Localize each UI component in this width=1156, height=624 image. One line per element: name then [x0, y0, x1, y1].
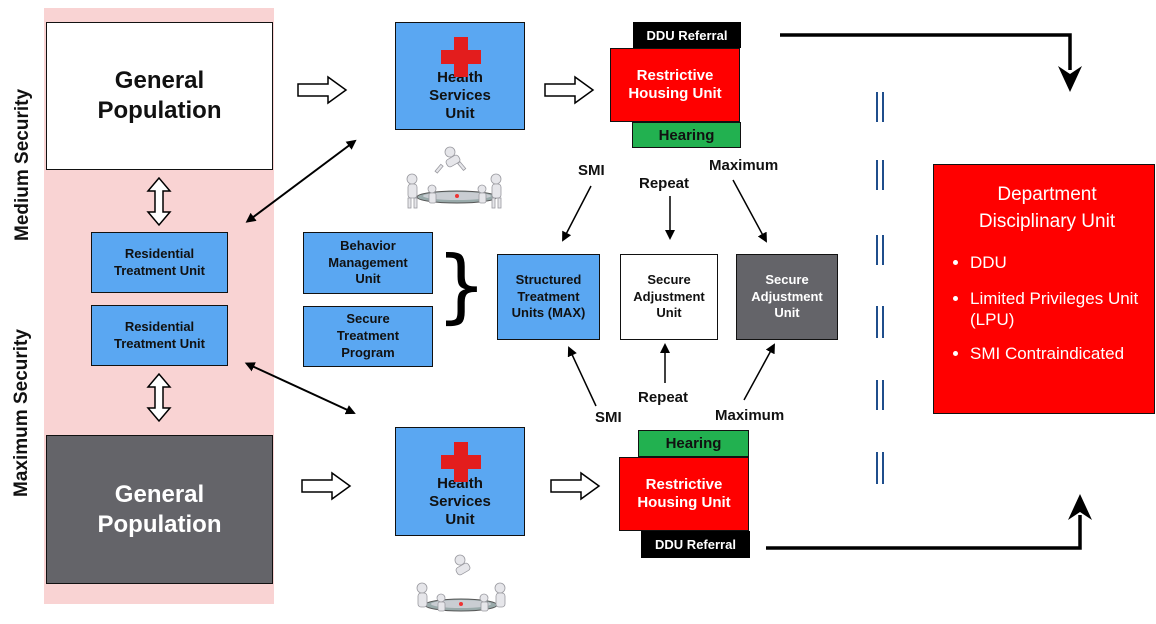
restrictive-housing-unit-top: Restrictive Housing Unit [610, 48, 740, 122]
double-arrow-upper [245, 139, 357, 223]
rescue-trampoline-figures-icon [416, 554, 506, 612]
ddu-title: Department Disciplinary Unit [978, 184, 1116, 232]
hearing-bottom: Hearing [638, 430, 749, 457]
red-cross-icon [441, 442, 481, 482]
residential-treatment-unit-upper: Residential Treatment Unit [91, 232, 228, 293]
dashed-separator [876, 92, 884, 484]
ddu-referral-top: DDU Referral [633, 22, 741, 48]
ddu-bullet-item: SMI Contraindicated [970, 344, 1156, 364]
ddu-bullet-item: Limited Privileges Unit (LPU) [970, 289, 1156, 330]
general-population-maximum: General Population [46, 435, 273, 584]
health-services-label-top: Health Services Unit [429, 69, 491, 122]
secure-adjustment-unit-gray: Secure Adjustment Unit [736, 254, 838, 340]
ddu-bullet-item: DDU [970, 253, 1156, 273]
department-disciplinary-unit: Department Disciplinary Unit DDU Limited… [933, 164, 1155, 414]
general-population-medium: General Population [46, 22, 273, 170]
double-arrow-lower [244, 362, 356, 415]
secure-adjustment-unit-white: Secure Adjustment Unit [620, 254, 718, 340]
hearing-top: Hearing [632, 122, 741, 148]
red-cross-icon [441, 37, 481, 77]
health-services-unit-top: Health Services Unit [395, 22, 525, 130]
label-smi-bottom: SMI [595, 409, 622, 426]
label-repeat-bottom: Repeat [638, 389, 689, 406]
label-smi-top: SMI [578, 162, 605, 179]
label-maximum-top: Maximum [709, 157, 779, 174]
behavior-management-unit: Behavior Management Unit [303, 232, 433, 294]
label-maximum-bottom: Maximum [715, 407, 785, 424]
hollow-double-arrow [146, 176, 172, 423]
hollow-arrow [297, 75, 601, 501]
ddu-referral-bottom: DDU Referral [641, 531, 750, 558]
rescue-trampoline-figures-icon [406, 146, 502, 209]
label-repeat-top: Repeat [639, 175, 690, 192]
curly-brace-icon: } [436, 239, 487, 332]
residential-treatment-unit-lower: Residential Treatment Unit [91, 305, 228, 366]
secure-treatment-program: Secure Treatment Program [303, 306, 433, 367]
health-services-unit-bottom: Health Services Unit [395, 427, 525, 536]
structured-treatment-units: Structured Treatment Units (MAX) [497, 254, 600, 340]
health-services-label-bottom: Health Services Unit [429, 475, 491, 528]
restrictive-housing-unit-bottom: Restrictive Housing Unit [619, 457, 749, 531]
ddu-bullet-list: DDU Limited Privileges Unit (LPU) SMI Co… [952, 253, 1156, 365]
